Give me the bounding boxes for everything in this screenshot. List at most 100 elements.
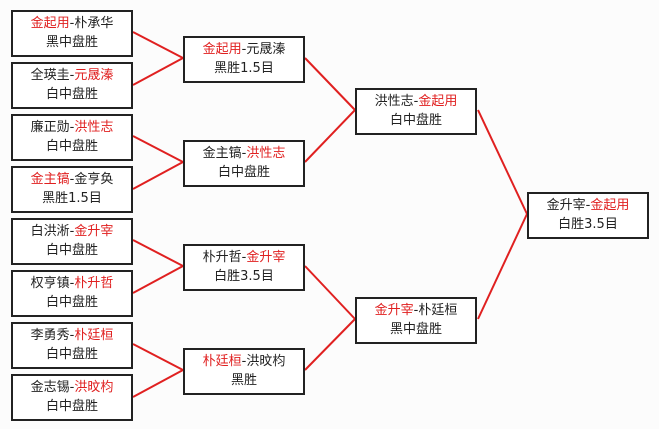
player-name: 元晟溱 xyxy=(246,42,286,57)
match-result: 白胜3.5目 xyxy=(214,269,274,284)
connector xyxy=(304,57,356,111)
separator: - xyxy=(585,198,591,213)
separator: - xyxy=(241,354,247,369)
match-result: 白中盘胜 xyxy=(45,139,98,154)
match-box-round3: 洪性志-金起用白中盘胜 xyxy=(355,88,477,135)
match-box-round4: 金升宰-金起用白胜3.5目 xyxy=(527,192,649,239)
winner-name: 朴廷桓 xyxy=(202,354,242,369)
match-result: 白中盘胜 xyxy=(45,347,98,362)
match-players: 全瑛圭-元晟溱 xyxy=(13,66,131,85)
match-result: 白中盘胜 xyxy=(45,399,98,414)
winner-name: 朴升哲 xyxy=(74,276,114,291)
separator: - xyxy=(241,42,247,57)
separator: - xyxy=(69,276,75,291)
match-result: 白中盘胜 xyxy=(389,113,442,128)
player-name: 全瑛圭 xyxy=(30,68,70,83)
winner-name: 金升宰 xyxy=(74,224,114,239)
player-name: 朴廷桓 xyxy=(418,303,458,318)
player-name: 李勇秀 xyxy=(30,328,70,343)
winner-name: 金升宰 xyxy=(374,303,414,318)
match-result: 白中盘胜 xyxy=(45,87,98,102)
connector xyxy=(132,265,184,294)
separator: - xyxy=(241,146,247,161)
match-players: 廉正勋-洪性志 xyxy=(13,118,131,137)
connector xyxy=(304,318,356,371)
match-result: 白胜3.5目 xyxy=(558,217,618,232)
winner-name: 金主镐 xyxy=(30,172,70,187)
connector xyxy=(132,57,184,86)
connector xyxy=(132,239,184,267)
match-players: 权亨镇-朴升哲 xyxy=(13,274,131,293)
match-players: 李勇秀-朴廷桓 xyxy=(13,326,131,345)
match-result: 白中盘胜 xyxy=(45,243,98,258)
match-box-round2: 金起用-元晟溱黑胜1.5目 xyxy=(183,36,305,83)
match-box-round1: 金起用-朴承华黑中盘胜 xyxy=(11,10,133,57)
connector xyxy=(132,369,184,398)
player-name: 金主镐 xyxy=(202,146,242,161)
match-box-round2: 朴廷桓-洪旼枃黑胜 xyxy=(183,348,305,395)
match-players: 金主镐-金亨奂 xyxy=(13,170,131,189)
match-result: 黑胜 xyxy=(230,373,257,388)
match-players: 金起用-朴承华 xyxy=(13,14,131,33)
match-result: 黑中盘胜 xyxy=(389,322,442,337)
winner-name: 金升宰 xyxy=(246,250,286,265)
connector xyxy=(477,213,528,320)
match-box-round3: 金升宰-朴廷桓黑中盘胜 xyxy=(355,297,477,344)
player-name: 朴升哲 xyxy=(202,250,242,265)
separator: - xyxy=(413,303,419,318)
separator: - xyxy=(413,94,419,109)
match-result: 黑中盘胜 xyxy=(45,35,98,50)
separator: - xyxy=(69,68,75,83)
player-name: 金志锡 xyxy=(30,380,70,395)
match-players: 金志锡-洪旼枃 xyxy=(13,378,131,397)
connector xyxy=(132,343,184,371)
match-players: 金主镐-洪性志 xyxy=(185,144,303,163)
connector xyxy=(132,135,184,163)
player-name: 廉正勋 xyxy=(30,120,70,135)
winner-name: 洪旼枃 xyxy=(74,380,114,395)
player-name: 白洪淅 xyxy=(30,224,70,239)
player-name: 洪旼枃 xyxy=(246,354,286,369)
player-name: 洪性志 xyxy=(374,94,414,109)
match-players: 金起用-元晟溱 xyxy=(185,40,303,59)
match-box-round1: 廉正勋-洪性志白中盘胜 xyxy=(11,114,133,161)
match-players: 白洪淅-金升宰 xyxy=(13,222,131,241)
winner-name: 朴廷桓 xyxy=(74,328,114,343)
match-box-round1: 白洪淅-金升宰白中盘胜 xyxy=(11,218,133,265)
winner-name: 金起用 xyxy=(202,42,242,57)
match-players: 金升宰-金起用 xyxy=(529,196,647,215)
separator: - xyxy=(241,250,247,265)
separator: - xyxy=(69,16,75,31)
player-name: 朴承华 xyxy=(74,16,114,31)
match-box-round1: 金主镐-金亨奂黑胜1.5目 xyxy=(11,166,133,213)
match-box-round1: 李勇秀-朴廷桓白中盘胜 xyxy=(11,322,133,369)
separator: - xyxy=(69,172,75,187)
player-name: 权亨镇 xyxy=(30,276,70,291)
player-name: 金亨奂 xyxy=(74,172,114,187)
winner-name: 金起用 xyxy=(590,198,630,213)
match-players: 朴廷桓-洪旼枃 xyxy=(185,352,303,371)
match-box-round1: 金志锡-洪旼枃白中盘胜 xyxy=(11,374,133,421)
player-name: 金升宰 xyxy=(546,198,586,213)
separator: - xyxy=(69,328,75,343)
winner-name: 金起用 xyxy=(418,94,458,109)
connector xyxy=(304,109,356,163)
match-players: 洪性志-金起用 xyxy=(357,92,475,111)
connector xyxy=(132,161,184,190)
connector xyxy=(132,31,184,59)
match-box-round1: 权亨镇-朴升哲白中盘胜 xyxy=(11,270,133,317)
separator: - xyxy=(69,120,75,135)
match-result: 白中盘胜 xyxy=(217,165,270,180)
separator: - xyxy=(69,224,75,239)
match-box-round2: 朴升哲-金升宰白胜3.5目 xyxy=(183,244,305,291)
match-result: 白中盘胜 xyxy=(45,295,98,310)
match-players: 朴升哲-金升宰 xyxy=(185,248,303,267)
separator: - xyxy=(69,380,75,395)
winner-name: 洪性志 xyxy=(74,120,114,135)
winner-name: 洪性志 xyxy=(246,146,286,161)
match-result: 黑胜1.5目 xyxy=(214,61,274,76)
winner-name: 金起用 xyxy=(30,16,70,31)
match-box-round1: 全瑛圭-元晟溱白中盘胜 xyxy=(11,62,133,109)
match-players: 金升宰-朴廷桓 xyxy=(357,301,475,320)
